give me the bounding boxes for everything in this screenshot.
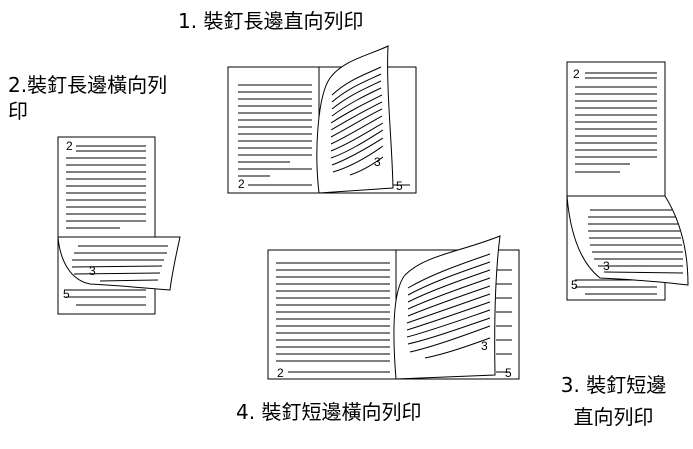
fig2-curled-page bbox=[57, 236, 181, 291]
fig4-curl-page-number: 3 bbox=[481, 339, 488, 353]
fig3-bottom-page-number: 5 bbox=[571, 278, 578, 292]
binding-3-label-line2: 直向列印 bbox=[573, 405, 654, 429]
fig2-curl-lines bbox=[71, 245, 168, 282]
binding-4-label: 4. 裝釘短邊橫向列印 bbox=[236, 400, 422, 424]
fig4-right-page-lines bbox=[496, 269, 512, 373]
fig3-top-page-lines bbox=[575, 72, 657, 173]
binding-2-label-line2: 印 bbox=[8, 99, 28, 123]
fig1-curl-page-number: 3 bbox=[374, 155, 381, 169]
fig4-curl-lines bbox=[406, 253, 491, 359]
fig1-left-page-number: 2 bbox=[238, 177, 245, 191]
binding-1-label: 1. 裝釘長邊直向列印 bbox=[178, 9, 364, 33]
fig3-top-page-number: 2 bbox=[573, 67, 580, 81]
binding-2-label-line1: 2.裝釘長邊橫向列 bbox=[8, 73, 168, 97]
fig2-top-page-lines bbox=[66, 145, 146, 229]
fig2-curl-page-number: 3 bbox=[89, 264, 96, 278]
figure-3-short-edge-portrait: 3 2 5 bbox=[566, 61, 689, 301]
figure-1-long-edge-portrait: 2 3 5 bbox=[227, 45, 417, 194]
fig1-left-page-lines bbox=[238, 84, 312, 186]
fig2-top-page-number: 2 bbox=[66, 139, 73, 153]
binding-3-label-line1: 3. 裝釘短邊 bbox=[560, 373, 667, 397]
fig2-bottom-page-lines bbox=[66, 289, 146, 306]
fig4-left-page-number: 2 bbox=[277, 366, 284, 380]
binding-3-label: 3. 裝釘短邊 直向列印 bbox=[541, 372, 686, 430]
fig3-curled-page bbox=[566, 195, 689, 286]
binding-2-label: 2.裝釘長邊橫向列 印 bbox=[8, 72, 167, 124]
figure-4-short-edge-landscape: 3 2 5 bbox=[267, 235, 520, 380]
fig1-curl-lines bbox=[330, 66, 384, 176]
fig3-curl-lines bbox=[588, 209, 684, 274]
fig2-bottom-page-number: 5 bbox=[63, 287, 70, 301]
fig3-curl-page-number: 3 bbox=[603, 259, 610, 273]
fig4-curled-page bbox=[393, 235, 501, 380]
figure-2-long-edge-landscape: 2 3 5 bbox=[57, 136, 181, 315]
fig4-right-page-number: 5 bbox=[505, 366, 512, 380]
fig4-left-page-lines bbox=[276, 262, 390, 373]
fig1-right-page-number: 5 bbox=[396, 179, 403, 193]
